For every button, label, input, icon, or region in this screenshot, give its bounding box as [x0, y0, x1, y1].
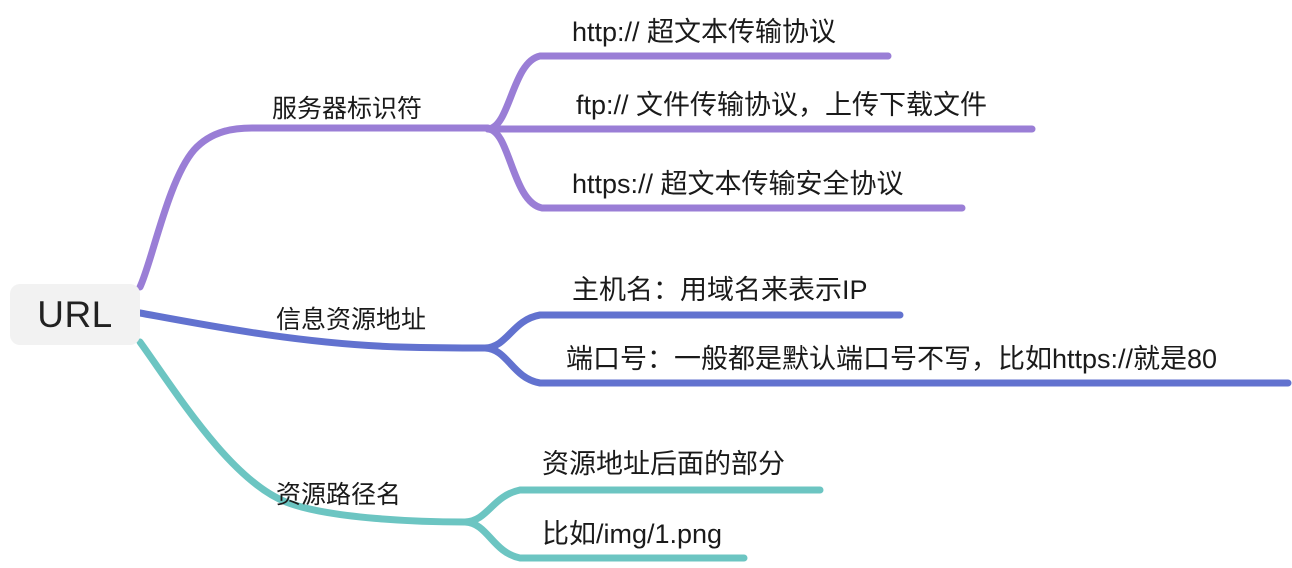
edge-root-to-branch-1: [136, 124, 492, 291]
leaf-node-label: 端口号：一般都是默认端口号不写，比如https://就是80: [566, 343, 1218, 374]
branch-node-label: 信息资源地址: [276, 305, 427, 334]
leaf-node-path-part[interactable]: 资源地址后面的部分: [542, 446, 785, 482]
leaf-node-label: ftp:// 文件传输协议，上传下载文件: [576, 89, 988, 120]
leaf-node-label: https:// 超文本传输安全协议: [572, 168, 904, 199]
root-node-label: URL: [37, 294, 113, 335]
branch-node-resource-address[interactable]: 信息资源地址: [276, 303, 426, 337]
branch-node-label: 服务器标识符: [272, 94, 423, 123]
branch-node-resource-path[interactable]: 资源路径名: [276, 478, 401, 512]
leaf-node-http[interactable]: http:// 超文本传输协议: [572, 14, 836, 50]
leaf-node-label: 资源地址后面的部分: [542, 448, 785, 479]
leaf-node-port[interactable]: 端口号：一般都是默认端口号不写，比如https://就是80: [566, 341, 1217, 377]
leaf-node-path-example[interactable]: 比如/img/1.png: [542, 516, 722, 552]
leaf-node-label: 比如/img/1.png: [542, 518, 723, 549]
root-node-url[interactable]: URL: [10, 284, 140, 345]
leaf-node-https[interactable]: https:// 超文本传输安全协议: [572, 166, 904, 202]
branch-node-server-identifier[interactable]: 服务器标识符: [272, 92, 422, 126]
leaf-node-label: http:// 超文本传输协议: [572, 16, 837, 47]
branch-node-label: 资源路径名: [276, 480, 402, 509]
leaf-node-ftp[interactable]: ftp:// 文件传输协议，上传下载文件: [576, 87, 987, 123]
leaf-node-label: 主机名：用域名来表示IP: [572, 274, 868, 305]
leaf-node-hostname[interactable]: 主机名：用域名来表示IP: [572, 272, 868, 308]
